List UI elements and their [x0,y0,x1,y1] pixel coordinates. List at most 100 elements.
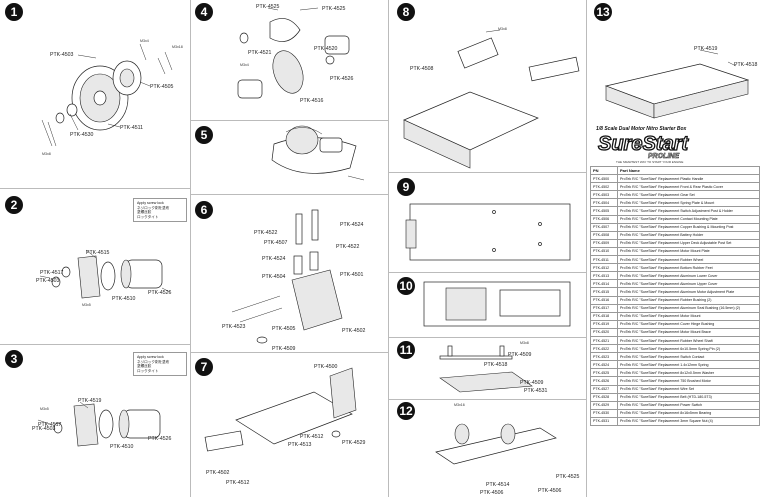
part-name-cell: ProTek R/C "SureStart" Replacement Front… [617,182,760,192]
logo-tagline: THE SMARTEST WAY TO START YOUR ENGINE [616,160,683,164]
note-line: ロックタイト [137,214,159,219]
bushing [61,266,71,278]
step-number-11: 11 [397,341,415,359]
label-ptk-4514: PTK-4514 [486,482,509,488]
label-ptk-4525-a: PTK-4525 [256,4,279,10]
step-4-panel [190,0,389,121]
handle [204,430,244,452]
proline-logo: PROLINE [648,153,679,160]
label-ptk-4529: PTK-4529 [342,440,365,446]
part-name-cell: ProTek R/C "SureStart" Replacement Switc… [617,352,760,362]
label-ptk-4513: PTK-4513 [288,442,311,448]
screw [47,121,57,147]
part-name-cell: ProTek R/C "SureStart" Replacement Motor… [617,311,760,321]
label-ptk-4508: PTK-4508 [410,66,433,72]
screw [164,51,173,71]
bearing [55,112,65,124]
header-part-name: Part Name [617,165,760,176]
contact-clip-right [500,423,516,445]
part-number-cell: PTK-4529 [590,400,618,410]
part-name-cell: ProTek R/C "SureStart" Replacement Alumi… [617,287,760,297]
part-name-cell: ProTek R/C "SureStart" Replacement Gear … [617,190,760,200]
step-number-7: 7 [195,358,213,376]
label-ptk-4531: PTK-4531 [524,388,547,394]
part-name-cell: ProTek R/C "SureStart" Replacement Motor… [617,246,760,257]
part-name-cell: ProTek R/C "SureStart" Replacement Conta… [617,214,760,224]
part-number-cell: PTK-4500 [590,174,618,184]
step-number-6: 6 [195,201,213,219]
gear [53,422,63,434]
part-name-cell: ProTek R/C "SureStart" Replacement Motor… [617,327,760,337]
contact-clip-left [454,423,470,445]
leader [485,29,501,33]
upper-cover [435,427,557,465]
step-number-10: 10 [397,277,415,295]
screw-lock-note-2: Apply screw lock ネジロック剤を塗布 塗螺丝胶 ロックタイト [133,198,187,223]
step-number-4: 4 [195,3,213,21]
part-number-cell: PTK-4531 [590,416,618,427]
part-name-cell: ProTek R/C "SureStart" Replacement Batte… [617,230,760,240]
finished-box-front [653,79,749,119]
part-number-cell: PTK-4513 [590,271,618,281]
lower-cover [235,391,353,445]
gear-inner [119,68,135,88]
step-6-panel [190,194,389,353]
step-number-12: 12 [397,402,415,420]
motor-body [125,259,163,289]
note-line: Apply screw lock [137,355,164,359]
label-ptk-4516: PTK-4516 [300,98,323,104]
motor-face [118,409,130,439]
label-ptk-4505: PTK-4505 [272,326,295,332]
label-ptk-4502: PTK-4502 [206,470,229,476]
step-10-drawing [423,281,571,327]
label-ptk-4524-a: PTK-4524 [340,222,363,228]
label-ptk-4530: PTK-4530 [70,132,93,138]
label-ptk-4522-a: PTK-4522 [254,230,277,236]
hole [492,210,496,214]
surestart-logo: SureStart [598,133,689,155]
part-name-cell: ProTek R/C "SureStart" Replacement 8x12x… [617,368,760,378]
part-name-cell: ProTek R/C "SureStart" Replacement Alumi… [617,279,760,289]
label-m3x4: M3x4 [240,63,249,67]
part-number-cell: PTK-4519 [590,319,618,329]
step-number-8: 8 [397,3,415,21]
label-m3x8: M3x8 [42,152,51,156]
bushing [325,55,335,65]
motor-in-cover [319,137,343,153]
post [447,345,453,357]
shaft [231,295,281,313]
part-number-cell: PTK-4520 [590,327,618,337]
part-name-cell: ProTek R/C "SureStart" Replacement Cover… [617,319,760,329]
label-ptk-4503: PTK-4503 [50,52,73,58]
hole [538,242,542,246]
label-ptk-4518: PTK-4518 [734,62,757,68]
part-name-cell: ProTek R/C "SureStart" Replacement Rubbe… [617,255,760,265]
label-ptk-4518: PTK-4518 [484,362,507,368]
label-ptk-4512-a: PTK-4512 [300,434,323,440]
part-name-cell: ProTek R/C "SureStart" Replacement Rubbe… [617,295,760,305]
leader [85,249,97,259]
label-m3x8: M3x8 [498,27,507,31]
motor-bottom [237,79,263,99]
label-ptk-4523: PTK-4523 [222,324,245,330]
label-ptk-4521: PTK-4521 [248,50,271,56]
step-7-panel [190,352,389,497]
motor-mount-plate [100,261,116,291]
part-name-cell: ProTek R/C "SureStart" Replacement Botto… [617,263,760,273]
step-7-drawing: PTK-4500 PTK-4513 PTK-4512 PTK-4529 PTK-… [204,364,365,486]
part-number-cell: PTK-4517 [590,303,618,313]
post-left [295,213,303,245]
label-ptk-4526: PTK-4526 [148,436,171,442]
label-ptk-4526: PTK-4526 [330,76,353,82]
